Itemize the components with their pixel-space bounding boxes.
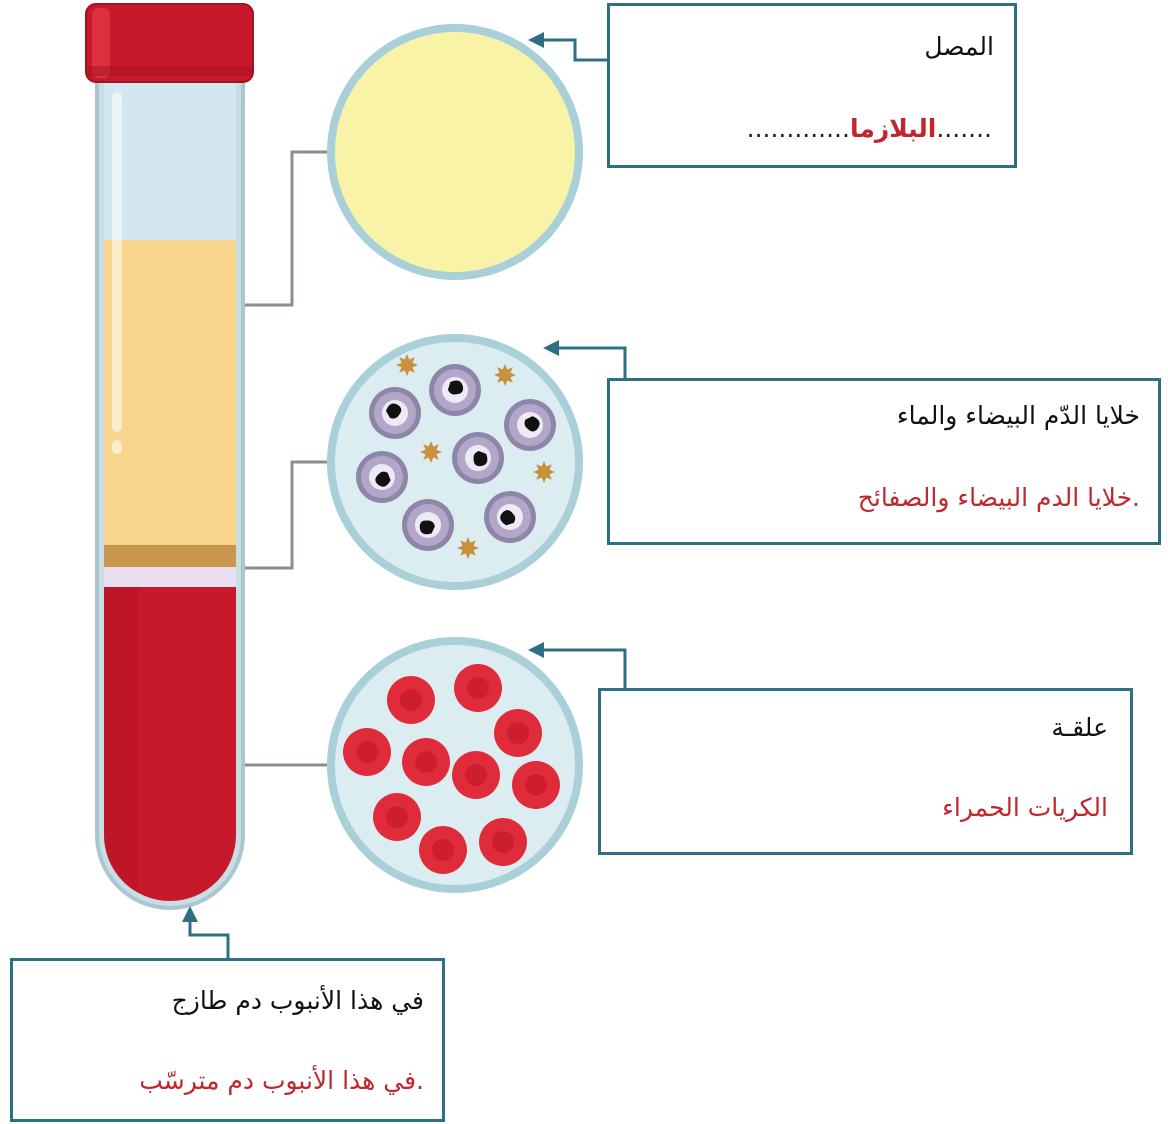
red-blood-cell <box>512 761 560 809</box>
red-blood-cell <box>419 826 467 874</box>
dots-before: ....... <box>936 114 992 143</box>
red-blood-cell <box>479 818 527 866</box>
buffy-coat-layer <box>104 545 236 567</box>
red-blood-cell <box>494 709 542 757</box>
test-tube-icon <box>86 4 253 908</box>
red-blood-cell <box>373 793 421 841</box>
red-blood-cells-magnified-icon <box>331 641 579 889</box>
tube-label-box: في هذا الأنبوب دم طازج .في هذا الأنبوب د… <box>10 958 445 1122</box>
plasma-layer <box>104 240 236 545</box>
platelet <box>396 354 418 376</box>
red-blood-cell <box>402 738 450 786</box>
white-blood-cell <box>369 387 421 439</box>
connector-lines <box>243 152 332 765</box>
buffy-coat-label-box: خلايا الدّم البيضاء والماء .خلايا الدم ا… <box>607 378 1161 545</box>
plasma-answer: البلازما <box>850 114 936 143</box>
tube-answer: .في هذا الأنبوب دم مترسّب <box>139 1066 424 1095</box>
plasma-answer-line: .......البلازما............. <box>747 114 992 143</box>
platelet <box>533 461 555 483</box>
white-blood-cell <box>484 491 536 543</box>
white-blood-cell <box>429 364 481 416</box>
buffy-answer: .خلايا الدم البيضاء والصفائح <box>858 483 1140 512</box>
buffy-question: خلايا الدّم البيضاء والماء <box>897 401 1140 430</box>
dots-after: ............. <box>747 114 850 143</box>
white-blood-cell <box>504 399 556 451</box>
red-blood-cell <box>452 751 500 799</box>
plasma-question: المصل <box>924 32 994 61</box>
red-blood-cell <box>343 728 391 776</box>
rbc-question: علقـة <box>1051 713 1108 742</box>
red-cells-label-box: علقـة الكريات الحمراء <box>598 688 1133 855</box>
platelet <box>457 537 479 559</box>
platelet <box>420 441 442 463</box>
white-blood-cell <box>452 432 504 484</box>
rbc-answer: الكريات الحمراء <box>942 793 1108 822</box>
plasma-label-box: المصل .......البلازما............. <box>607 3 1017 168</box>
plasma-magnified-icon <box>331 28 579 276</box>
red-blood-cell <box>387 676 435 724</box>
tube-cap <box>86 4 253 82</box>
red-blood-cell <box>454 664 502 712</box>
tube-question: في هذا الأنبوب دم طازج <box>172 986 424 1015</box>
white-cells-platelets-magnified-icon <box>331 338 579 586</box>
white-blood-cell <box>356 451 408 503</box>
white-blood-cell <box>402 499 454 551</box>
platelet <box>494 364 516 386</box>
